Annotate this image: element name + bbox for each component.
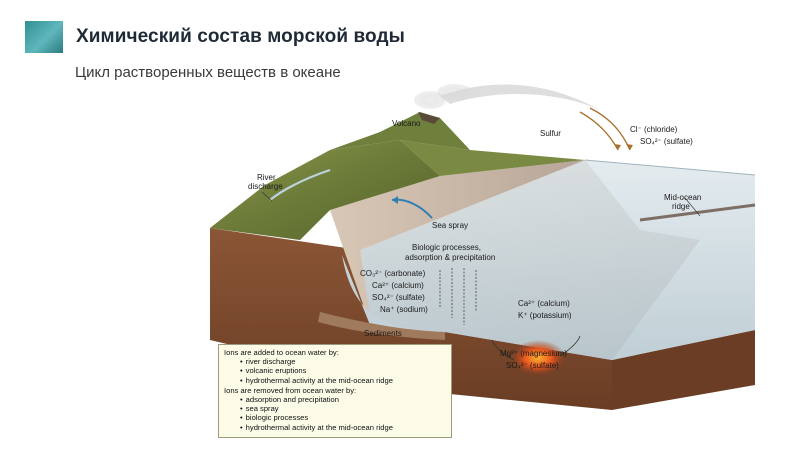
label-biologic-2: adsorption & precipitation (405, 253, 495, 262)
sulfur-arrow (590, 108, 630, 150)
label-potassium: K⁺ (potassium) (518, 311, 572, 320)
legend-removed-heading: Ions are removed from ocean water by: (224, 386, 446, 395)
label-river-discharge: discharge (248, 182, 283, 191)
label-ridge: ridge (672, 202, 690, 211)
label-mid-ocean: Mid-ocean (664, 193, 701, 202)
legend-added-heading: Ions are added to ocean water by: (224, 348, 446, 357)
legend-added-list: river discharge volcanic eruptions hydro… (224, 357, 446, 385)
label-sea-spray: Sea spray (432, 221, 468, 230)
label-chloride: Cl⁻ (chloride) (630, 125, 678, 134)
legend-item: hydrothermal activity at the mid-ocean r… (240, 376, 446, 385)
label-river: River (257, 173, 276, 182)
legend-item: river discharge (240, 357, 446, 366)
label-sulfate-left: SO₄²⁻ (sulfate) (372, 293, 425, 302)
label-sulfate-vent: SO₄²⁻ (sulfate) (506, 361, 559, 370)
legend-removed-list: adsorption and precipitation sea spray b… (224, 395, 446, 432)
label-biologic-1: Biologic processes, (412, 243, 481, 252)
legend-item: hydrothermal activity at the mid-ocean r… (240, 423, 446, 432)
label-carbonate: CO₃²⁻ (carbonate) (360, 269, 426, 278)
sulfur-arrow (580, 112, 618, 150)
label-volcano: Volcano (392, 119, 421, 128)
label-sulfur: Sulfur (540, 129, 561, 138)
legend-item: sea spray (240, 404, 446, 413)
legend-item: adsorption and precipitation (240, 395, 446, 404)
sulfur-arrowhead (614, 144, 621, 150)
label-sodium: Na⁺ (sodium) (380, 305, 428, 314)
label-sulfate-air: SO₄²⁻ (sulfate) (640, 137, 693, 146)
label-sediments: Sediments (364, 329, 402, 338)
hydrothermal-vent (510, 340, 566, 376)
legend-item: biologic processes (240, 413, 446, 422)
legend-item: volcanic eruptions (240, 366, 446, 375)
sulfur-arrowhead (626, 144, 633, 150)
label-calcium-left: Ca²⁺ (calcium) (372, 281, 424, 290)
legend-box: Ions are added to ocean water by: river … (218, 344, 452, 438)
label-calcium-right: Ca²⁺ (calcium) (518, 299, 570, 308)
label-magnesium: Mg²⁺ (magnesium) (500, 349, 567, 358)
